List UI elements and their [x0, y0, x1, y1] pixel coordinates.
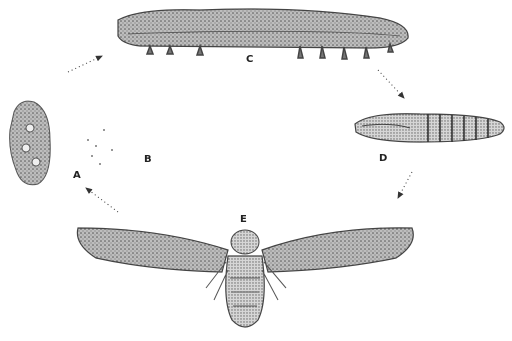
arrow-c-to-d: [378, 70, 404, 98]
egg-cluster-illustration: [10, 101, 51, 185]
label-b: B: [144, 154, 152, 165]
label-a: A: [73, 170, 81, 181]
eggs-speckle-illustration: [87, 129, 113, 165]
caterpillar-illustration: [118, 9, 408, 59]
arrow-e-to-a: [86, 188, 118, 212]
pupa-illustration: [355, 114, 504, 142]
label-d: D: [379, 153, 387, 164]
label-e: E: [240, 214, 247, 225]
label-c: C: [246, 54, 253, 65]
moth-illustration: [77, 228, 413, 327]
arrow-a-to-c: [68, 56, 102, 72]
arrow-d-to-e: [398, 172, 412, 198]
